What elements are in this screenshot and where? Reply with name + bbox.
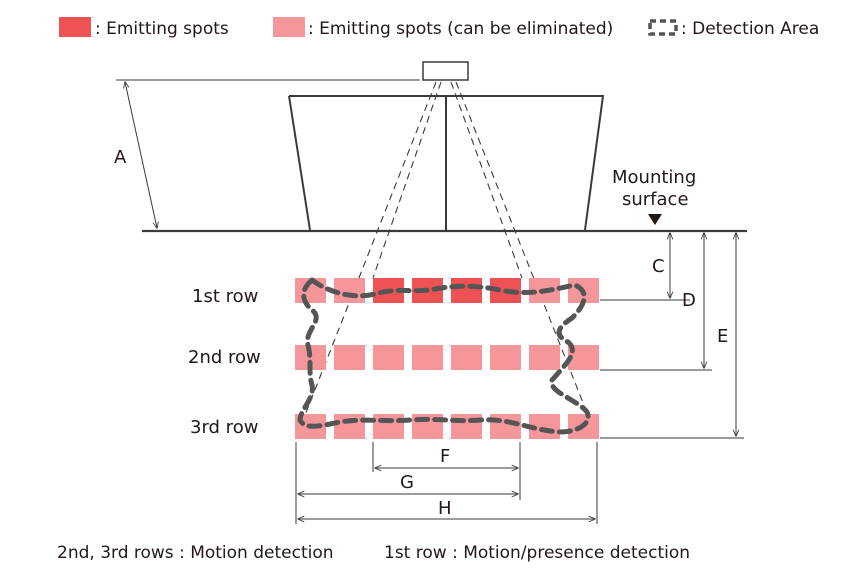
row-label-1: 1st row [192, 286, 258, 307]
mounting-surface-label-2: surface [622, 189, 689, 210]
dim-d-label: D [682, 290, 696, 311]
row-label-3: 3rd row [190, 417, 258, 438]
legend-eliminable-label: : Emitting spots (can be eliminated) [308, 19, 613, 39]
legend-detection-label: : Detection Area [681, 19, 819, 39]
spot [334, 345, 365, 370]
dim-a-label: A [114, 147, 127, 168]
dimension-lines-horizontal: F G H [295, 442, 598, 524]
spots-row-2 [295, 345, 599, 370]
spot [334, 414, 365, 439]
dimension-a: A [114, 79, 420, 228]
dimension-e: E [717, 233, 736, 436]
mounting-surface-label-1: Mounting [612, 167, 696, 188]
spots-row-3 [295, 414, 599, 439]
spot [490, 345, 521, 370]
spots-row-1 [295, 278, 599, 303]
legend: : Emitting spots : Emitting spots (can b… [59, 17, 819, 39]
legend-emitting-swatch [59, 17, 91, 37]
spot [451, 278, 482, 303]
dim-h-label: H [438, 498, 452, 519]
dim-f-label: F [440, 446, 450, 467]
footer-right: 1st row : Motion/presence detection [384, 543, 690, 563]
sensor-housing [288, 61, 605, 231]
dim-c-label: C [652, 256, 665, 277]
dim-g-label: G [400, 472, 414, 493]
legend-eliminable-swatch [273, 17, 305, 37]
spot [334, 278, 365, 303]
row-label-2: 2nd row [188, 347, 261, 368]
footer-left: 2nd, 3rd rows : Motion detection [57, 543, 334, 563]
spot [373, 345, 404, 370]
spot [412, 345, 443, 370]
legend-emitting-label: : Emitting spots [95, 19, 229, 39]
spot [373, 414, 404, 439]
dimension-d: D [682, 233, 704, 368]
sensor-head [422, 61, 469, 81]
dimension-c: C [652, 233, 670, 298]
detection-area-outline [297, 276, 591, 435]
legend-detection-swatch [648, 19, 678, 36]
spot [529, 345, 560, 370]
detection-cone [295, 81, 598, 439]
mounting-surface-marker [648, 214, 662, 225]
dim-e-label: E [717, 326, 728, 347]
spot [451, 345, 482, 370]
